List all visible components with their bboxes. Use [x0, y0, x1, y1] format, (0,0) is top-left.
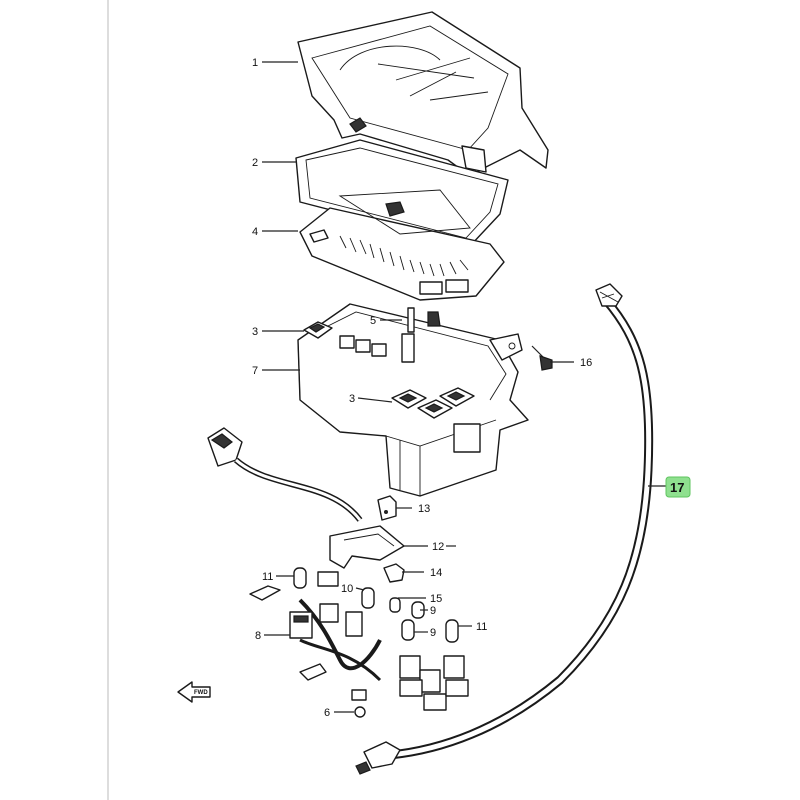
label-17: 17 — [670, 480, 684, 495]
part-6-screw — [354, 706, 366, 718]
dial-ticks — [339, 235, 469, 277]
label-3a: 3 — [252, 326, 258, 338]
callout-labels: 1 2 4 3 5 7 3 16 17 13 12 11 14 10 15 9 … — [252, 57, 684, 719]
label-6: 6 — [324, 707, 330, 719]
label-15: 15 — [430, 593, 442, 605]
part-17-speedometer-cable — [355, 283, 654, 775]
part-12-bracket — [329, 525, 405, 569]
part-11-bulb-left — [293, 567, 307, 589]
fwd-label: FWD — [194, 690, 208, 696]
label-11b: 11 — [476, 621, 487, 633]
label-10: 10 — [341, 583, 353, 595]
part-9-bulbs — [401, 601, 425, 641]
highlight-17 — [665, 476, 691, 498]
leader-lines — [262, 61, 666, 713]
label-12: 12 — [432, 541, 444, 553]
part-10-bulb — [317, 571, 375, 609]
label-9a: 9 — [430, 605, 436, 617]
label-1: 1 — [252, 57, 258, 69]
label-14: 14 — [430, 567, 442, 579]
fwd-arrow-icon: FWD — [177, 681, 211, 703]
part-3-socket-upper — [303, 321, 333, 339]
part-13-clip — [377, 495, 397, 521]
label-11a: 11 — [262, 571, 273, 583]
part-3-sockets-lower — [391, 387, 475, 419]
label-8: 8 — [255, 630, 261, 642]
part-2-gasket — [295, 139, 509, 247]
label-2: 2 — [252, 157, 258, 169]
part-15-bulb — [389, 597, 401, 613]
part-1-meter-cover — [297, 11, 549, 177]
label-3b: 3 — [349, 393, 355, 405]
part-4-dial-plate — [299, 189, 505, 301]
label-5: 5 — [370, 315, 376, 327]
label-9b: 9 — [430, 627, 436, 639]
wiring-harness — [207, 427, 382, 682]
label-16: 16 — [580, 357, 592, 369]
sockets-cluster — [399, 655, 469, 711]
part-16-screw — [531, 345, 553, 371]
part-8-bulb-socket-assy — [249, 585, 367, 701]
part-14-nut — [383, 563, 405, 583]
label-7: 7 — [252, 365, 258, 377]
label-13: 13 — [418, 503, 430, 515]
part-11-bulb-right — [445, 619, 459, 643]
label-4: 4 — [252, 226, 258, 238]
